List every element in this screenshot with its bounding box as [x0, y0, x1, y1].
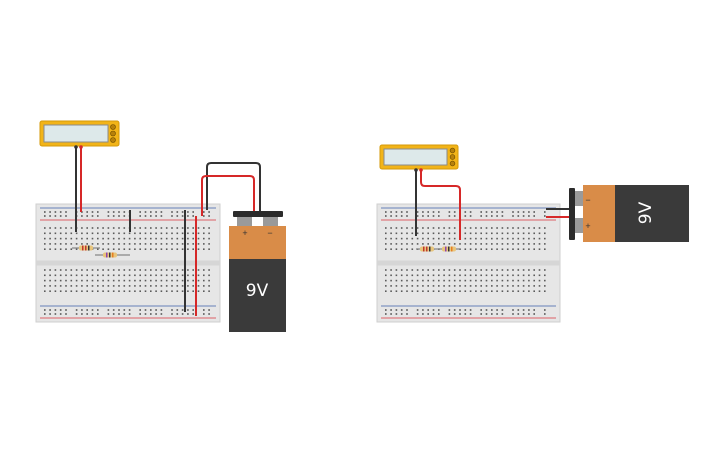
battery-minus-symbol: − — [585, 195, 590, 205]
circuit-left: + − 9V — [35, 120, 286, 332]
breadboard-right[interactable] — [376, 203, 561, 323]
battery-9v[interactable]: + − 9V — [229, 211, 286, 332]
battery-minus-symbol: − — [267, 228, 272, 238]
multimeter[interactable] — [379, 144, 459, 172]
battery-plus-symbol: + — [585, 221, 590, 231]
breadboard-left[interactable] — [35, 203, 221, 323]
multimeter[interactable] — [39, 120, 120, 149]
wire-red — [201, 175, 255, 216]
battery-plus-symbol: + — [242, 228, 247, 238]
dial-icon — [110, 137, 116, 143]
dial-icon — [449, 160, 456, 167]
circuit-right: − + 9V — [376, 144, 689, 323]
resistor[interactable] — [72, 245, 100, 251]
dial-icon — [449, 147, 456, 154]
dial-icon — [110, 124, 116, 130]
dial-icon — [449, 154, 456, 160]
resistor[interactable] — [438, 246, 460, 252]
dial-icon — [110, 130, 116, 137]
wire-red — [420, 170, 461, 240]
battery-9v[interactable]: − + 9V — [569, 185, 689, 242]
resistor[interactable] — [95, 252, 130, 258]
wires-left — [75, 147, 261, 316]
battery-label: 9V — [636, 201, 656, 224]
wire-black — [206, 162, 261, 212]
resistor[interactable] — [416, 246, 440, 252]
battery-label: 9V — [246, 281, 269, 301]
